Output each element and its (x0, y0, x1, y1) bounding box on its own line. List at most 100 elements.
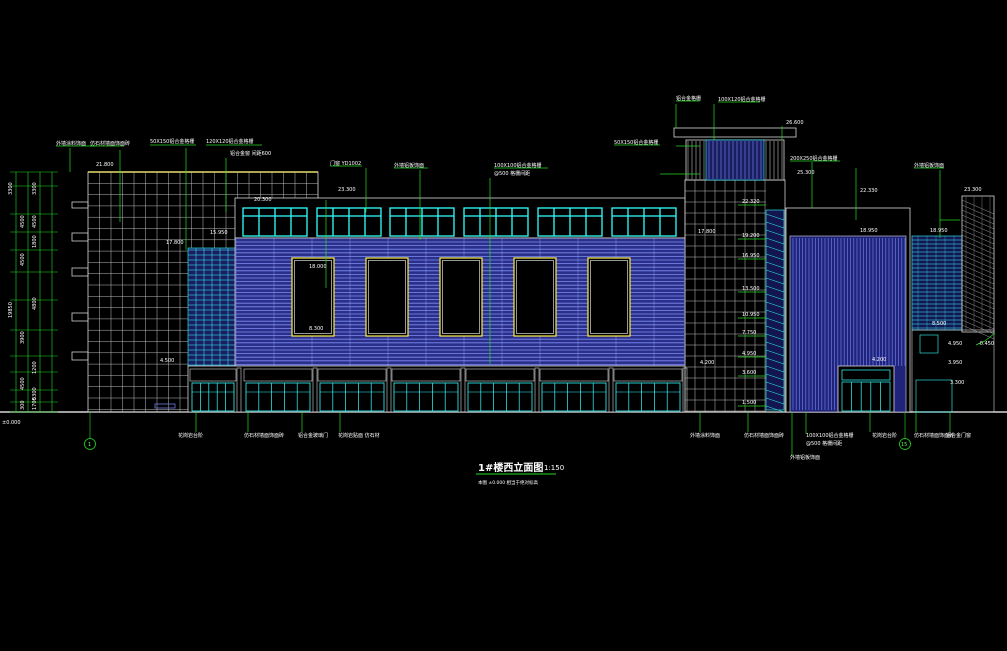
storefront-transom (391, 368, 461, 382)
vdim-2: 4500 (20, 215, 26, 228)
elev-parapet: 20.300 (254, 197, 272, 203)
storefront-glazing (191, 382, 235, 412)
vertical-dimension-texts: 3300 3300 4500 4500 1800 4500 4800 1200 … (8, 182, 38, 410)
note-bottom-2: 铝合金玻璃门 (298, 432, 328, 439)
elev-far-e: 3.950 (948, 360, 962, 366)
vdim-12: 1700 (32, 397, 38, 410)
vdim-4: 1800 (32, 235, 38, 248)
storefront-glazing (245, 382, 311, 412)
vdim-3: 4500 (32, 215, 38, 228)
note-bottom-4: 外墙涂料饰面 (690, 432, 720, 439)
note-bottom-10: 仿石材墙面饰面砖 (914, 432, 954, 439)
note-bottom-0: 花岗岩台阶 (178, 432, 203, 439)
drawing-scale: 1:150 (544, 464, 564, 472)
axis-marker-1: 1 (84, 438, 96, 450)
annotation-leaders (56, 100, 996, 456)
elev-right-d: 13.500 (742, 286, 760, 292)
top-notes: 外墙涂料饰面 仿石材墙面饰面砖 50X150铝合金格栅 120X120铝合金格栅… (56, 95, 944, 177)
elev-right-i: 1.500 (742, 400, 756, 406)
note-top-0: 外墙涂料饰面 (56, 140, 86, 147)
elev-right-b: 19.200 (742, 233, 760, 239)
storefront-transom (539, 368, 609, 382)
facade-window (439, 257, 483, 337)
elev-right-h: 3.600 (742, 370, 756, 376)
facade-window (513, 257, 557, 337)
note-bottom-9: 外墙铝板饰面 (790, 454, 820, 461)
vdim-10: 5300 (32, 387, 38, 400)
note-bottom-3: 花岗岩贴面 仿石材 (338, 432, 380, 439)
vdim-1: 3300 (32, 182, 38, 195)
storefront-glazing (319, 382, 385, 412)
leader-line (975, 340, 986, 346)
note-top-7: 100X100铝合金格栅 (494, 162, 542, 169)
elev-window-top: 18.000 (309, 264, 327, 270)
drawing-subtitle: 本图 ±0.000 相当于绝对标高 (478, 479, 539, 486)
note-bottom-7: @500 格栅间距 (806, 440, 842, 447)
elev-far-a: 23.300 (964, 187, 982, 193)
elev-far-f: 3.300 (950, 380, 964, 386)
vdim-11: 300 (20, 400, 26, 410)
storefront-transom (613, 368, 683, 382)
elev-mid-b: 23.300 (338, 187, 356, 193)
storefront-glazing (393, 382, 459, 412)
note-top-11: 50X150铝合金格栅 (614, 139, 658, 146)
elev-far-b: 18.950 (930, 228, 948, 234)
elev-mid-a: 22.330 (860, 188, 878, 194)
drawing-title: 1#楼西立面图 (478, 461, 543, 474)
note-top-5: 门窗 YD1002 (330, 160, 361, 167)
vdim-9: 4500 (20, 377, 26, 390)
elev-level-4: 4.500 (160, 358, 174, 364)
left-ledges (71, 201, 89, 361)
storefront-transom (465, 368, 535, 382)
bottom-notes: 花岗岩台阶 仿石材墙面饰面砖 铝合金玻璃门 花岗岩贴面 仿石材 外墙涂料饰面 仿… (178, 432, 971, 461)
facade-window (291, 257, 335, 337)
planter (154, 403, 176, 409)
elev-base: ±0.000 (2, 420, 21, 426)
stair-tower (673, 127, 797, 181)
storefront-glazing (467, 382, 533, 412)
storefront (154, 365, 688, 413)
elevation-labels: 21.800 20.300 23.300 18.000 8.300 17.800… (2, 120, 994, 426)
elev-tower-roof: 25.300 (797, 170, 815, 176)
axis-marker-15: 15 (899, 438, 911, 450)
storefront-glazing (615, 382, 681, 412)
right-glass-strip (765, 209, 785, 413)
elev-level-15: 15.950 (210, 230, 228, 236)
vdim-5: 4500 (20, 253, 26, 266)
upper-window-band (234, 197, 686, 239)
note-bottom-11: 铝合金门窗 (946, 432, 971, 439)
storefront-transom (317, 368, 387, 382)
far-right-block (911, 195, 995, 413)
facade-window (587, 257, 631, 337)
note-top-6: 外墙铝板饰面 (394, 162, 424, 169)
elev-mid-c: 17.800 (698, 229, 716, 235)
facade-window (365, 257, 409, 337)
vdim-6: 4800 (32, 297, 38, 310)
note-top-10: 100X120铝合金格栅 (718, 96, 766, 103)
storefront-glazing (541, 382, 607, 412)
note-bottom-6: 100X100铝合金格栅 (806, 432, 854, 439)
note-top-13: 外墙铝板饰面 (914, 162, 944, 169)
axis-1-label: 1 (88, 442, 91, 448)
elev-tower-top: 26.600 (786, 120, 804, 126)
left-dimension-chain (10, 171, 58, 413)
note-top-1: 仿石材墙面饰面砖 (90, 140, 130, 147)
storefront-transom (243, 368, 313, 382)
elev-roof-left: 21.800 (96, 162, 114, 168)
note-top-9: 铝合金格栅 (676, 95, 701, 102)
note-top-4: 铝合金窗 间距600 (230, 150, 271, 157)
note-top-12: 200X250铝合金格栅 (790, 155, 838, 162)
elev-right-g: 4.950 (742, 351, 756, 357)
storefront-transom (189, 368, 237, 382)
note-top-2: 50X150铝合金格栅 (150, 138, 194, 145)
left-glazing-column (187, 247, 237, 367)
elev-door: 4.200 (872, 357, 886, 363)
elev-far-c: 8.500 (932, 321, 946, 327)
elev-right-e: 10.950 (742, 312, 760, 318)
elev-far-g: -0.450 (978, 341, 994, 347)
elev-level-17: 17.800 (166, 240, 184, 246)
elev-far-d: 4.950 (948, 341, 962, 347)
leader-line (984, 332, 996, 342)
vdim-0: 3300 (8, 182, 14, 195)
